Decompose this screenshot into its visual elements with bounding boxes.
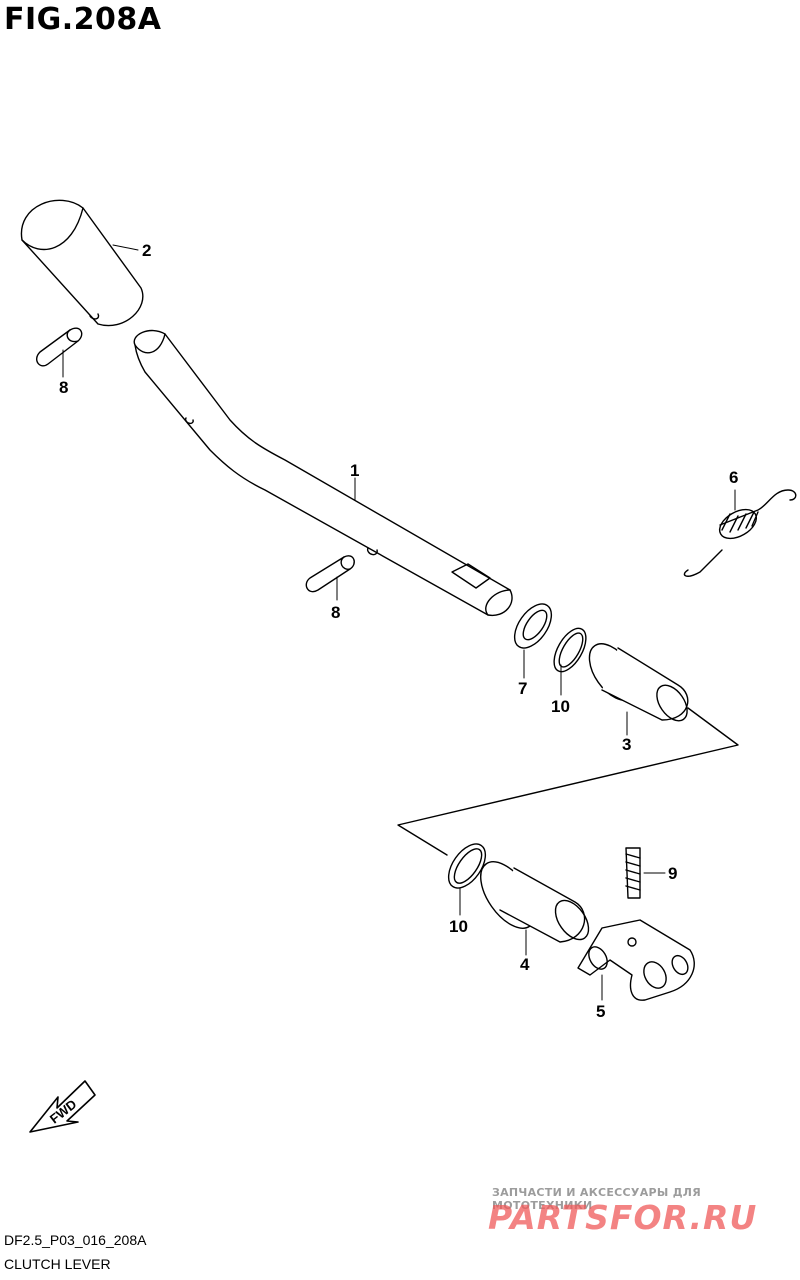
callout-10a: 10 [551, 697, 570, 716]
return-spring[interactable] [683, 489, 797, 577]
callout-7: 7 [518, 679, 527, 698]
figure-code: DF2.5_P03_016_208A [4, 1232, 147, 1248]
figure-title: FIG.208A [4, 2, 162, 37]
roll-pin[interactable] [625, 847, 641, 899]
break-line [397, 707, 739, 856]
watermark-tagline: ЗАПЧАСТИ И АКСЕССУАРЫ ДЛЯ МОТОТЕХНИКИ [492, 1186, 702, 1212]
figure-name: CLUTCH LEVER [4, 1256, 111, 1272]
callout-8b: 8 [331, 603, 340, 622]
callout-3: 3 [622, 735, 631, 754]
callout-1: 1 [350, 461, 359, 480]
leader-lines [62, 244, 736, 1001]
lever-bracket[interactable] [577, 919, 695, 1001]
callout-5: 5 [596, 1002, 605, 1021]
fwd-arrow-icon [29, 1080, 96, 1133]
callout-10b: 10 [449, 917, 468, 936]
o-ring-upper[interactable] [548, 623, 593, 677]
callout-4: 4 [520, 955, 530, 974]
clutch-lever-shaft[interactable] [133, 329, 513, 617]
spring-pin-upper[interactable] [36, 327, 83, 367]
o-ring-lower[interactable] [441, 837, 493, 894]
bushing-lower[interactable] [470, 852, 595, 945]
spring-pin-lower[interactable] [305, 555, 355, 593]
callout-8a: 8 [59, 378, 68, 397]
callout-2: 2 [142, 241, 151, 260]
watermark-logo: PARTSFOR.RU [488, 1198, 758, 1237]
callout-9: 9 [668, 864, 677, 883]
washer-part[interactable] [507, 597, 559, 654]
callout-6: 6 [729, 468, 738, 487]
grip-cap-part[interactable] [20, 199, 144, 327]
bushing-upper[interactable] [580, 635, 693, 726]
